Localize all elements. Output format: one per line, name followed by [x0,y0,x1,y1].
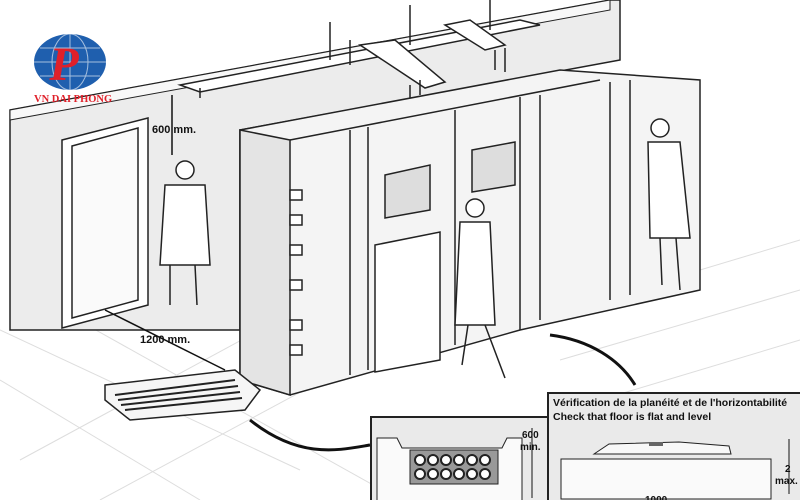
tolerance-unit: max. [775,476,798,487]
person-center [454,198,506,379]
people [159,118,691,379]
trench-section [376,428,533,500]
cable-trays [177,0,541,100]
trench-detail-inset: 600 min. [370,416,549,500]
floor-check-title-en: Check that floor is flat and level [553,411,712,423]
dimension-arrows [104,95,637,452]
trench-depth-unit: min. [520,442,541,453]
person-right [647,118,691,291]
doorway [61,117,149,329]
tolerance-value: 2 [785,464,791,475]
person-left [159,160,211,306]
trench-depth-value: 600 [522,430,539,441]
logo-text: VN DAI PHONG [34,94,113,105]
floor-level-inset: Vérification de la planéité et de l'hori… [547,392,800,500]
floor-level-section [560,439,790,500]
cable-trench [104,369,262,421]
length-value: 1000 [645,495,667,500]
svg-text:P: P [48,38,79,91]
front-clearance-label: 1200 mm. [140,334,191,346]
ceiling-clearance-label: 600 mm. [152,124,197,136]
company-logo: P [34,33,106,91]
floor-check-title-fr: Vérification de la planéité et de l'hori… [553,397,788,409]
